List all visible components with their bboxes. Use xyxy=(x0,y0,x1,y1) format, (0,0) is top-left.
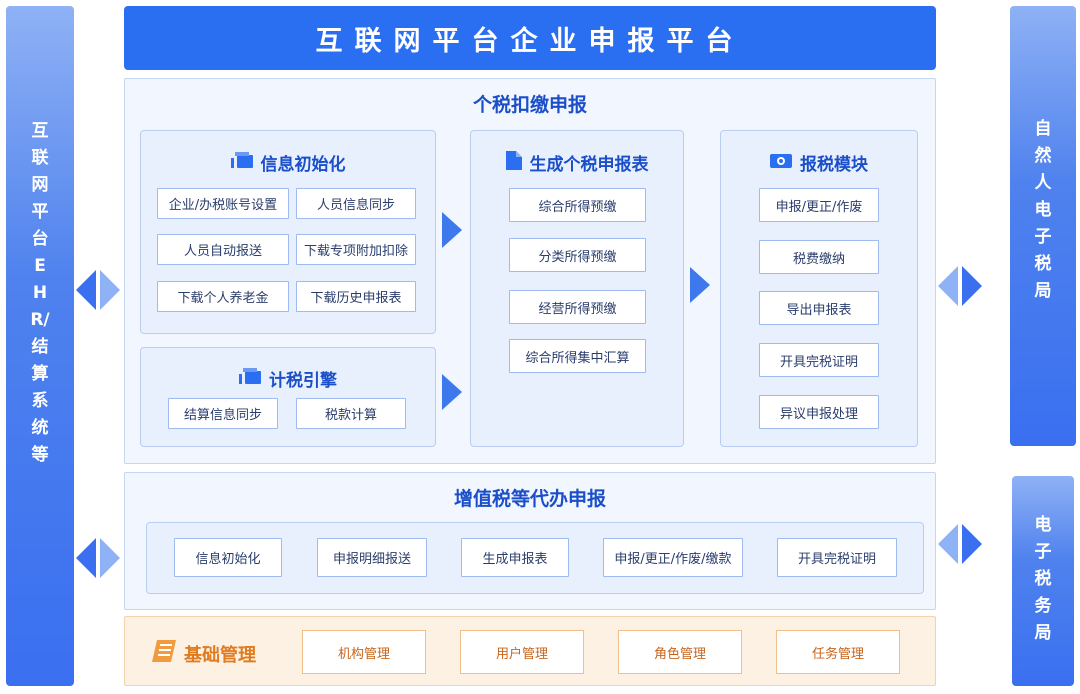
vat-item[interactable]: 申报明细报送 xyxy=(317,538,427,577)
vat-title: 增值税等代办申报 xyxy=(453,488,606,510)
document-icon xyxy=(505,150,522,175)
base-mgmt-title-row: 基础管理 xyxy=(152,640,256,667)
cards-icon xyxy=(239,367,261,390)
camera-icon xyxy=(770,152,792,173)
left-sidebar-label: 互联网平台EHR/结算系统等 xyxy=(30,121,50,465)
bidirectional-arrow-icon xyxy=(76,538,120,578)
info-init-title-row: 信息初始化 xyxy=(140,150,436,175)
generate-forms-item[interactable]: 分类所得预缴 xyxy=(509,238,646,272)
tax-engine-title: 计税引擎 xyxy=(269,371,337,391)
info-init-item[interactable]: 人员信息同步 xyxy=(296,188,416,219)
base-mgmt-item[interactable]: 角色管理 xyxy=(618,630,742,674)
vat-item[interactable]: 信息初始化 xyxy=(174,538,282,577)
info-init-item[interactable]: 下载个人养老金 xyxy=(157,281,289,312)
right-bottom-sidebar-label: 电子税务局 xyxy=(1034,515,1052,643)
tax-filing-title: 报税模块 xyxy=(800,155,868,175)
arrow-right-icon xyxy=(442,212,462,248)
generate-forms-item[interactable]: 综合所得集中汇算 xyxy=(509,339,646,373)
bidirectional-arrow-icon xyxy=(938,524,982,564)
page-title: 互联网平台企业申报平台 xyxy=(124,6,936,70)
info-init-item[interactable]: 人员自动报送 xyxy=(157,234,289,265)
tax-engine-item[interactable]: 税款计算 xyxy=(296,398,406,429)
generate-forms-item[interactable]: 综合所得预缴 xyxy=(509,188,646,222)
tax-filing-item[interactable]: 申报/更正/作废 xyxy=(759,188,879,222)
tax-filing-title-row: 报税模块 xyxy=(720,150,918,175)
tax-engine-title-row: 计税引擎 xyxy=(140,366,436,391)
base-mgmt-item[interactable]: 机构管理 xyxy=(302,630,426,674)
info-init-item[interactable]: 企业/办税账号设置 xyxy=(157,188,289,219)
base-mgmt-title: 基础管理 xyxy=(184,644,256,666)
tax-engine-panel xyxy=(140,347,436,447)
tax-filing-panel xyxy=(720,130,918,447)
info-init-title: 信息初始化 xyxy=(260,155,346,175)
tax-engine-item[interactable]: 结算信息同步 xyxy=(168,398,278,429)
cards-icon xyxy=(230,151,253,174)
book-icon xyxy=(152,640,176,667)
bidirectional-arrow-icon xyxy=(76,270,120,310)
right-bottom-sidebar: 电子税务局 xyxy=(1012,476,1074,686)
arrow-right-icon xyxy=(690,267,710,303)
generate-forms-title-row: 生成个税申报表 xyxy=(470,150,684,175)
vat-item[interactable]: 开具完税证明 xyxy=(777,538,897,577)
right-top-sidebar-label: 自然人电子税局 xyxy=(1034,119,1052,301)
info-init-item[interactable]: 下载历史申报表 xyxy=(296,281,416,312)
tax-filing-item[interactable]: 税费缴纳 xyxy=(759,240,879,274)
tax-filing-item[interactable]: 异议申报处理 xyxy=(759,395,879,429)
vat-item[interactable]: 申报/更正/作废/缴款 xyxy=(603,538,743,577)
personal-tax-title: 个税扣缴申报 xyxy=(472,94,587,116)
generate-forms-title: 生成个税申报表 xyxy=(529,155,649,175)
generate-forms-panel xyxy=(470,130,684,447)
left-sidebar: 互联网平台EHR/结算系统等 xyxy=(6,6,74,686)
arrow-right-icon xyxy=(442,374,462,410)
info-init-item[interactable]: 下载专项附加扣除 xyxy=(296,234,416,265)
base-mgmt-item[interactable]: 任务管理 xyxy=(776,630,900,674)
tax-filing-item[interactable]: 导出申报表 xyxy=(759,291,879,325)
base-mgmt-item[interactable]: 用户管理 xyxy=(460,630,584,674)
bidirectional-arrow-icon xyxy=(938,266,982,306)
right-top-sidebar: 自然人电子税局 xyxy=(1010,6,1076,446)
generate-forms-item[interactable]: 经营所得预缴 xyxy=(509,290,646,324)
vat-item[interactable]: 生成申报表 xyxy=(461,538,569,577)
tax-filing-item[interactable]: 开具完税证明 xyxy=(759,343,879,377)
